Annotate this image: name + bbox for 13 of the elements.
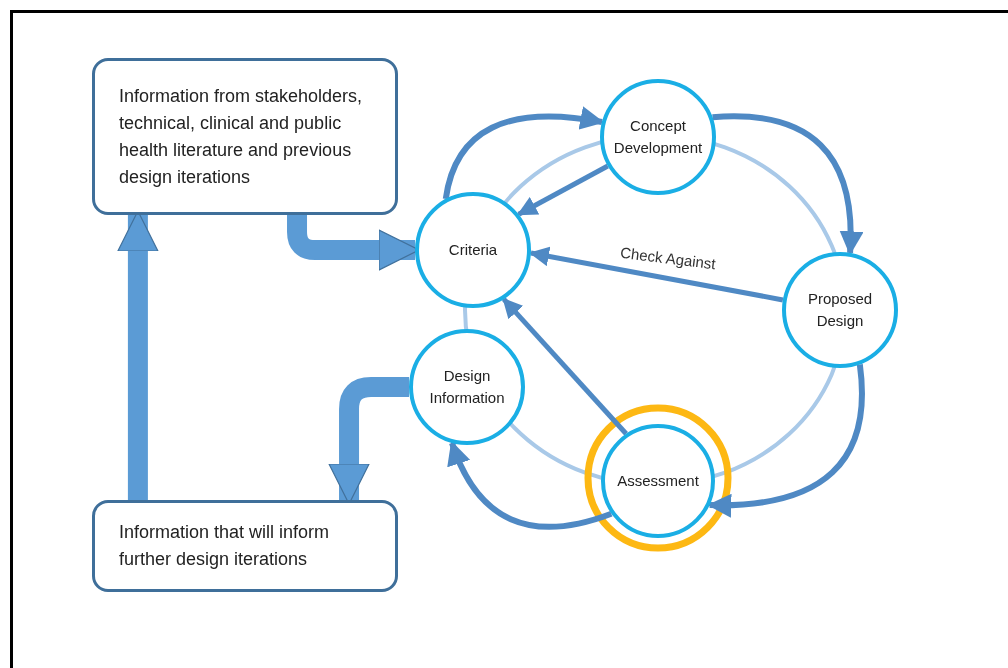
arrow xyxy=(516,163,609,217)
arrow xyxy=(707,364,865,517)
process-circle: Criteria xyxy=(415,192,531,308)
info-box: Information from stakeholders, technical, clinical and public health literature and previous design iterations xyxy=(92,58,398,215)
arrow xyxy=(501,297,628,436)
info-box: Information that will inform further design iterations xyxy=(92,500,398,592)
arrow xyxy=(442,106,605,200)
process-circle: Assessment xyxy=(601,424,715,538)
arrow xyxy=(448,440,613,530)
process-circle: Design Information xyxy=(409,329,525,445)
process-circle: Proposed Design xyxy=(782,252,898,368)
process-circle: Concept Development xyxy=(600,79,716,195)
arrow xyxy=(712,113,863,256)
